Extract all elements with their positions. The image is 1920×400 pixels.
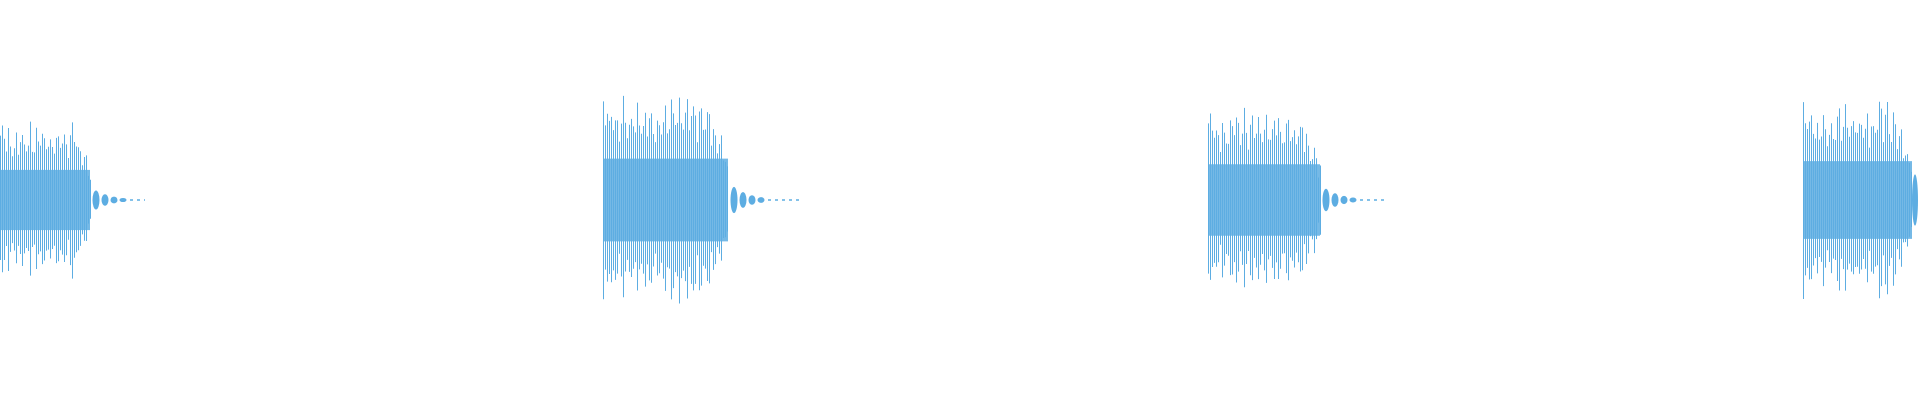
waveform-tail-lobe (748, 195, 756, 205)
waveform-tail-lobe (101, 194, 109, 206)
waveform-burst (0, 121, 145, 279)
waveform-tail-lobe (110, 196, 118, 204)
waveform-burst (1208, 107, 1385, 288)
waveform-tail-lobe (119, 197, 127, 203)
waveform-burst (1803, 101, 1918, 299)
waveform-tail-lobe (1349, 197, 1357, 203)
waveform-tail-lobe (730, 186, 738, 214)
waveform-tail-lobe (757, 197, 765, 203)
waveform-tail-lobe (1322, 188, 1330, 212)
waveform-tail-lobe (1912, 174, 1918, 226)
waveform-tail-lobe (1340, 195, 1348, 205)
waveform-tail-lobe (739, 192, 747, 208)
waveform-bursts (0, 95, 1918, 304)
waveform-burst (603, 95, 800, 304)
waveform-tail-lobe (1331, 193, 1339, 207)
waveform-tail-lobe (92, 190, 100, 210)
